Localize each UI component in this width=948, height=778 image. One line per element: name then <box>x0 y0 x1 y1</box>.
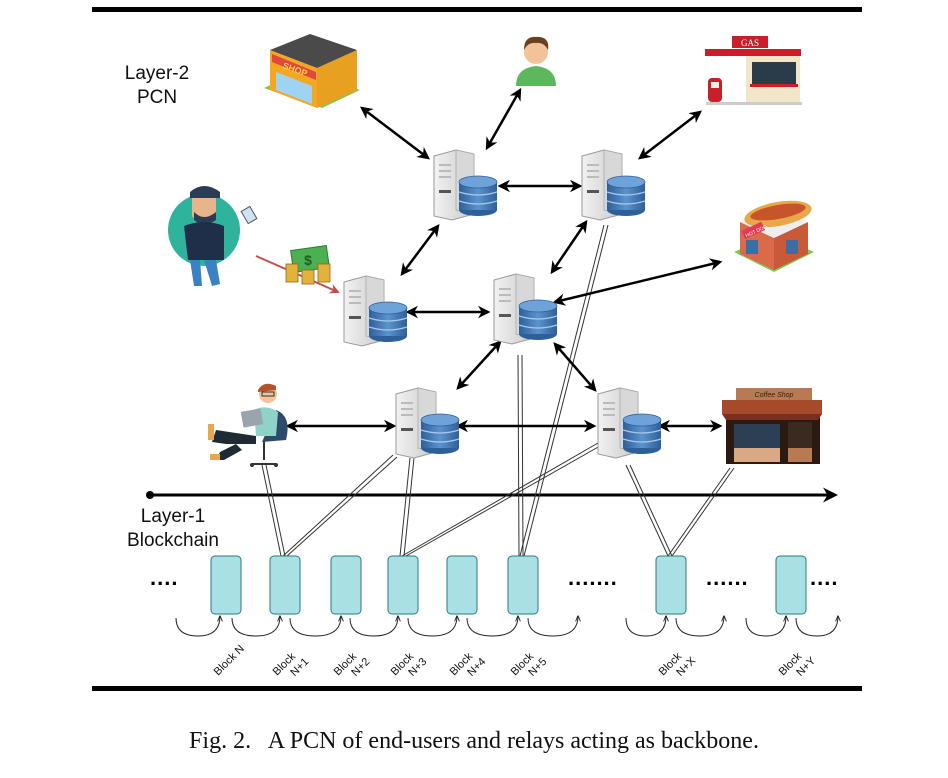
top-rule <box>92 7 862 12</box>
blocks <box>210 555 807 615</box>
block-labels: Block N BlockN+1 BlockN+2 BlockN+3 BlockN+4 B… <box>212 643 819 688</box>
relay-server-icon[interactable] <box>597 387 662 459</box>
channel-arrow <box>456 340 502 390</box>
channel-arrow <box>550 219 588 275</box>
block[interactable] <box>330 555 362 615</box>
channel-arrow <box>553 342 597 392</box>
channel-arrow <box>400 224 440 276</box>
money-icon: $ <box>285 245 331 285</box>
block-transitions <box>175 616 838 637</box>
onchain-link <box>517 354 524 557</box>
coffee-shop-sign: Coffee Shop <box>755 392 794 399</box>
relay-server-icon[interactable] <box>493 273 558 345</box>
blockchain-timeline <box>146 487 838 503</box>
block[interactable] <box>446 555 478 615</box>
layer1-label: Layer-1 Blockchain <box>118 505 228 553</box>
layer1-label-line2: Blockchain <box>127 530 219 551</box>
transition-arrow <box>466 616 518 637</box>
transition-arrow <box>407 616 457 637</box>
layer1-label-line1: Layer-1 <box>140 506 206 527</box>
block[interactable] <box>387 555 419 615</box>
layer2-label-line1: Layer-2 <box>124 63 190 84</box>
block-label: BlockN+4 <box>448 647 489 688</box>
transition-arrow <box>231 616 280 637</box>
layer2-label: Layer-2 PCN <box>112 62 202 110</box>
channel-arrow <box>360 106 430 160</box>
ellipsis: .... <box>150 565 178 590</box>
relay-server-icon[interactable] <box>395 387 460 459</box>
laptop-user-icon[interactable] <box>208 383 288 467</box>
payment-channels <box>285 87 723 433</box>
ellipsis: ....... <box>568 565 618 590</box>
block-label: BlockN+2 <box>332 647 373 688</box>
relay-server-icon[interactable] <box>433 149 498 221</box>
relays <box>343 149 662 459</box>
onchain-link <box>282 454 398 557</box>
onchain-link <box>519 224 609 557</box>
ellipsis: ...... <box>706 565 749 590</box>
coffee-shop-icon[interactable]: Coffee Shop <box>722 388 822 464</box>
transition-arrow <box>289 616 341 637</box>
shop-icon[interactable]: SHOP <box>264 34 360 108</box>
person-icon[interactable] <box>516 36 556 86</box>
transition-arrow <box>625 616 666 637</box>
channel-arrow <box>638 110 702 160</box>
block[interactable] <box>210 555 242 615</box>
svg-text:$: $ <box>304 252 312 268</box>
transition-arrow <box>175 616 220 637</box>
figure-caption: Fig. 2. A PCN of end-users and relays ac… <box>189 728 759 754</box>
block-label: BlockN+X <box>657 645 699 687</box>
transition-arrow <box>675 616 724 637</box>
ellipses: ..................... <box>150 565 838 590</box>
block-label: BlockN+3 <box>389 647 430 688</box>
block[interactable] <box>775 555 807 615</box>
layer2-label-line2: PCN <box>136 87 178 108</box>
block[interactable] <box>269 555 301 615</box>
onchain-link <box>667 467 735 557</box>
channel-arrow <box>485 87 522 151</box>
onchain-link <box>401 442 601 557</box>
channel-arrow <box>552 258 723 306</box>
hot-dog-shop-icon[interactable]: HOT DOG <box>734 196 814 272</box>
gas-station-icon[interactable]: GAS <box>705 36 802 105</box>
onchain-link <box>399 457 415 557</box>
relay-server-icon[interactable] <box>581 149 646 221</box>
block[interactable] <box>507 555 539 615</box>
block-label: BlockN+1 <box>271 647 312 688</box>
block-label: BlockN+Y <box>777 645 819 687</box>
transition-arrow <box>527 616 578 637</box>
transition-arrow <box>349 616 398 637</box>
businessman-icon[interactable] <box>168 186 258 286</box>
transition-arrow <box>745 616 786 637</box>
block-label: BlockN+5 <box>509 647 550 688</box>
gas-sign: GAS <box>741 38 759 48</box>
transition-arrow <box>795 616 838 637</box>
ellipsis: .... <box>810 565 838 590</box>
bottom-rule <box>92 686 862 691</box>
block[interactable] <box>655 555 687 615</box>
relay-server-icon[interactable] <box>343 275 408 347</box>
block-label: Block N <box>212 643 247 678</box>
onchain-link <box>261 464 286 557</box>
onchain-links <box>261 224 735 557</box>
onchain-link <box>625 464 673 557</box>
